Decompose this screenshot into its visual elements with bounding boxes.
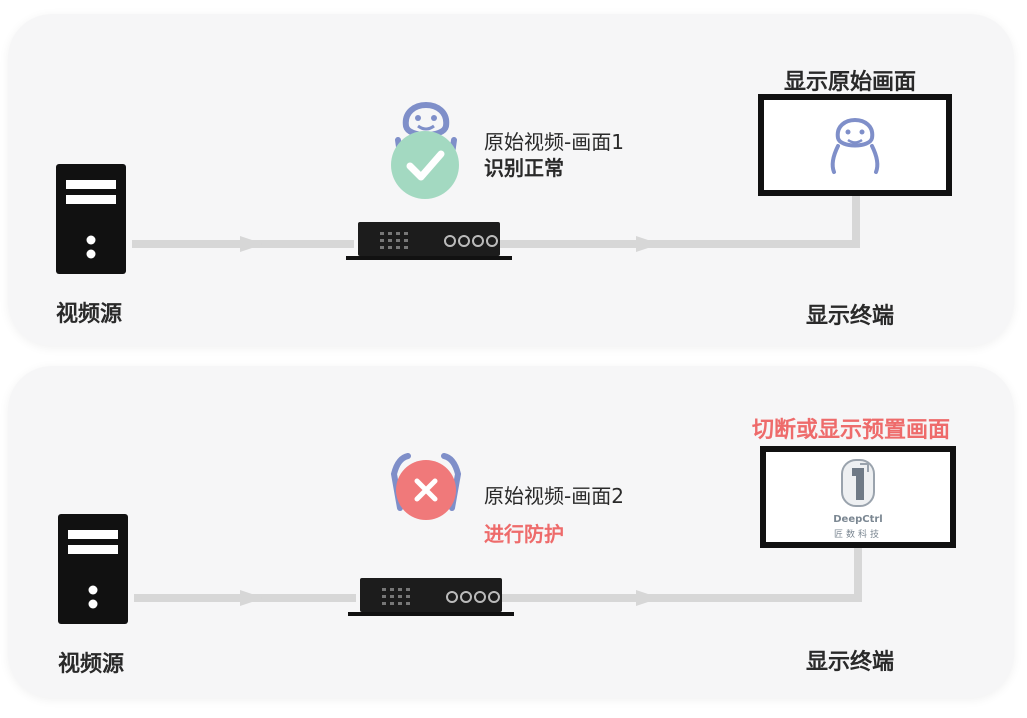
protection-device-icon	[346, 222, 512, 260]
preset-logo-text: DeepCtrl	[833, 514, 883, 525]
person-icon	[390, 453, 462, 511]
display-monitor-icon	[760, 446, 956, 548]
scenario-normal-panel: 视频源 原始视频-画面1 识别正常 显示原始画面	[8, 14, 1014, 346]
arrow-head-icon	[240, 236, 264, 252]
preset-logo-subtext: 匠数科技	[833, 530, 882, 540]
video-source-label: 视频源	[58, 652, 125, 677]
scenario-protect-panel: 视频源 原始视频-画面2 进行防护 切断或显示预置画面 DeepCtrl 匠数科…	[8, 366, 1014, 698]
server-icon	[58, 514, 128, 624]
deepctrl-logo-icon	[841, 459, 875, 507]
arrow-head-icon	[240, 590, 264, 606]
terminal-label: 显示终端	[806, 650, 895, 675]
server-icon	[56, 164, 126, 274]
video-status: 进行防护	[484, 522, 564, 546]
terminal-label: 显示终端	[806, 304, 895, 329]
cross-badge-icon	[396, 460, 456, 520]
arrow-head-icon	[636, 236, 660, 252]
check-icon	[406, 150, 445, 181]
connector-lines	[132, 190, 860, 252]
cross-icon	[414, 478, 438, 502]
screen-title: 显示原始画面	[784, 70, 917, 95]
protection-device-icon	[348, 578, 514, 616]
video-title: 原始视频-画面2	[484, 484, 624, 508]
screen-title: 切断或显示预置画面	[752, 418, 951, 443]
display-monitor-icon	[758, 94, 952, 196]
person-icon	[830, 118, 880, 174]
video-source-label: 视频源	[56, 302, 123, 327]
connector-lines	[134, 544, 862, 606]
video-title: 原始视频-画面1	[484, 130, 624, 154]
check-badge-icon	[391, 131, 459, 199]
video-status: 识别正常	[484, 156, 564, 180]
arrow-head-icon	[636, 590, 660, 606]
